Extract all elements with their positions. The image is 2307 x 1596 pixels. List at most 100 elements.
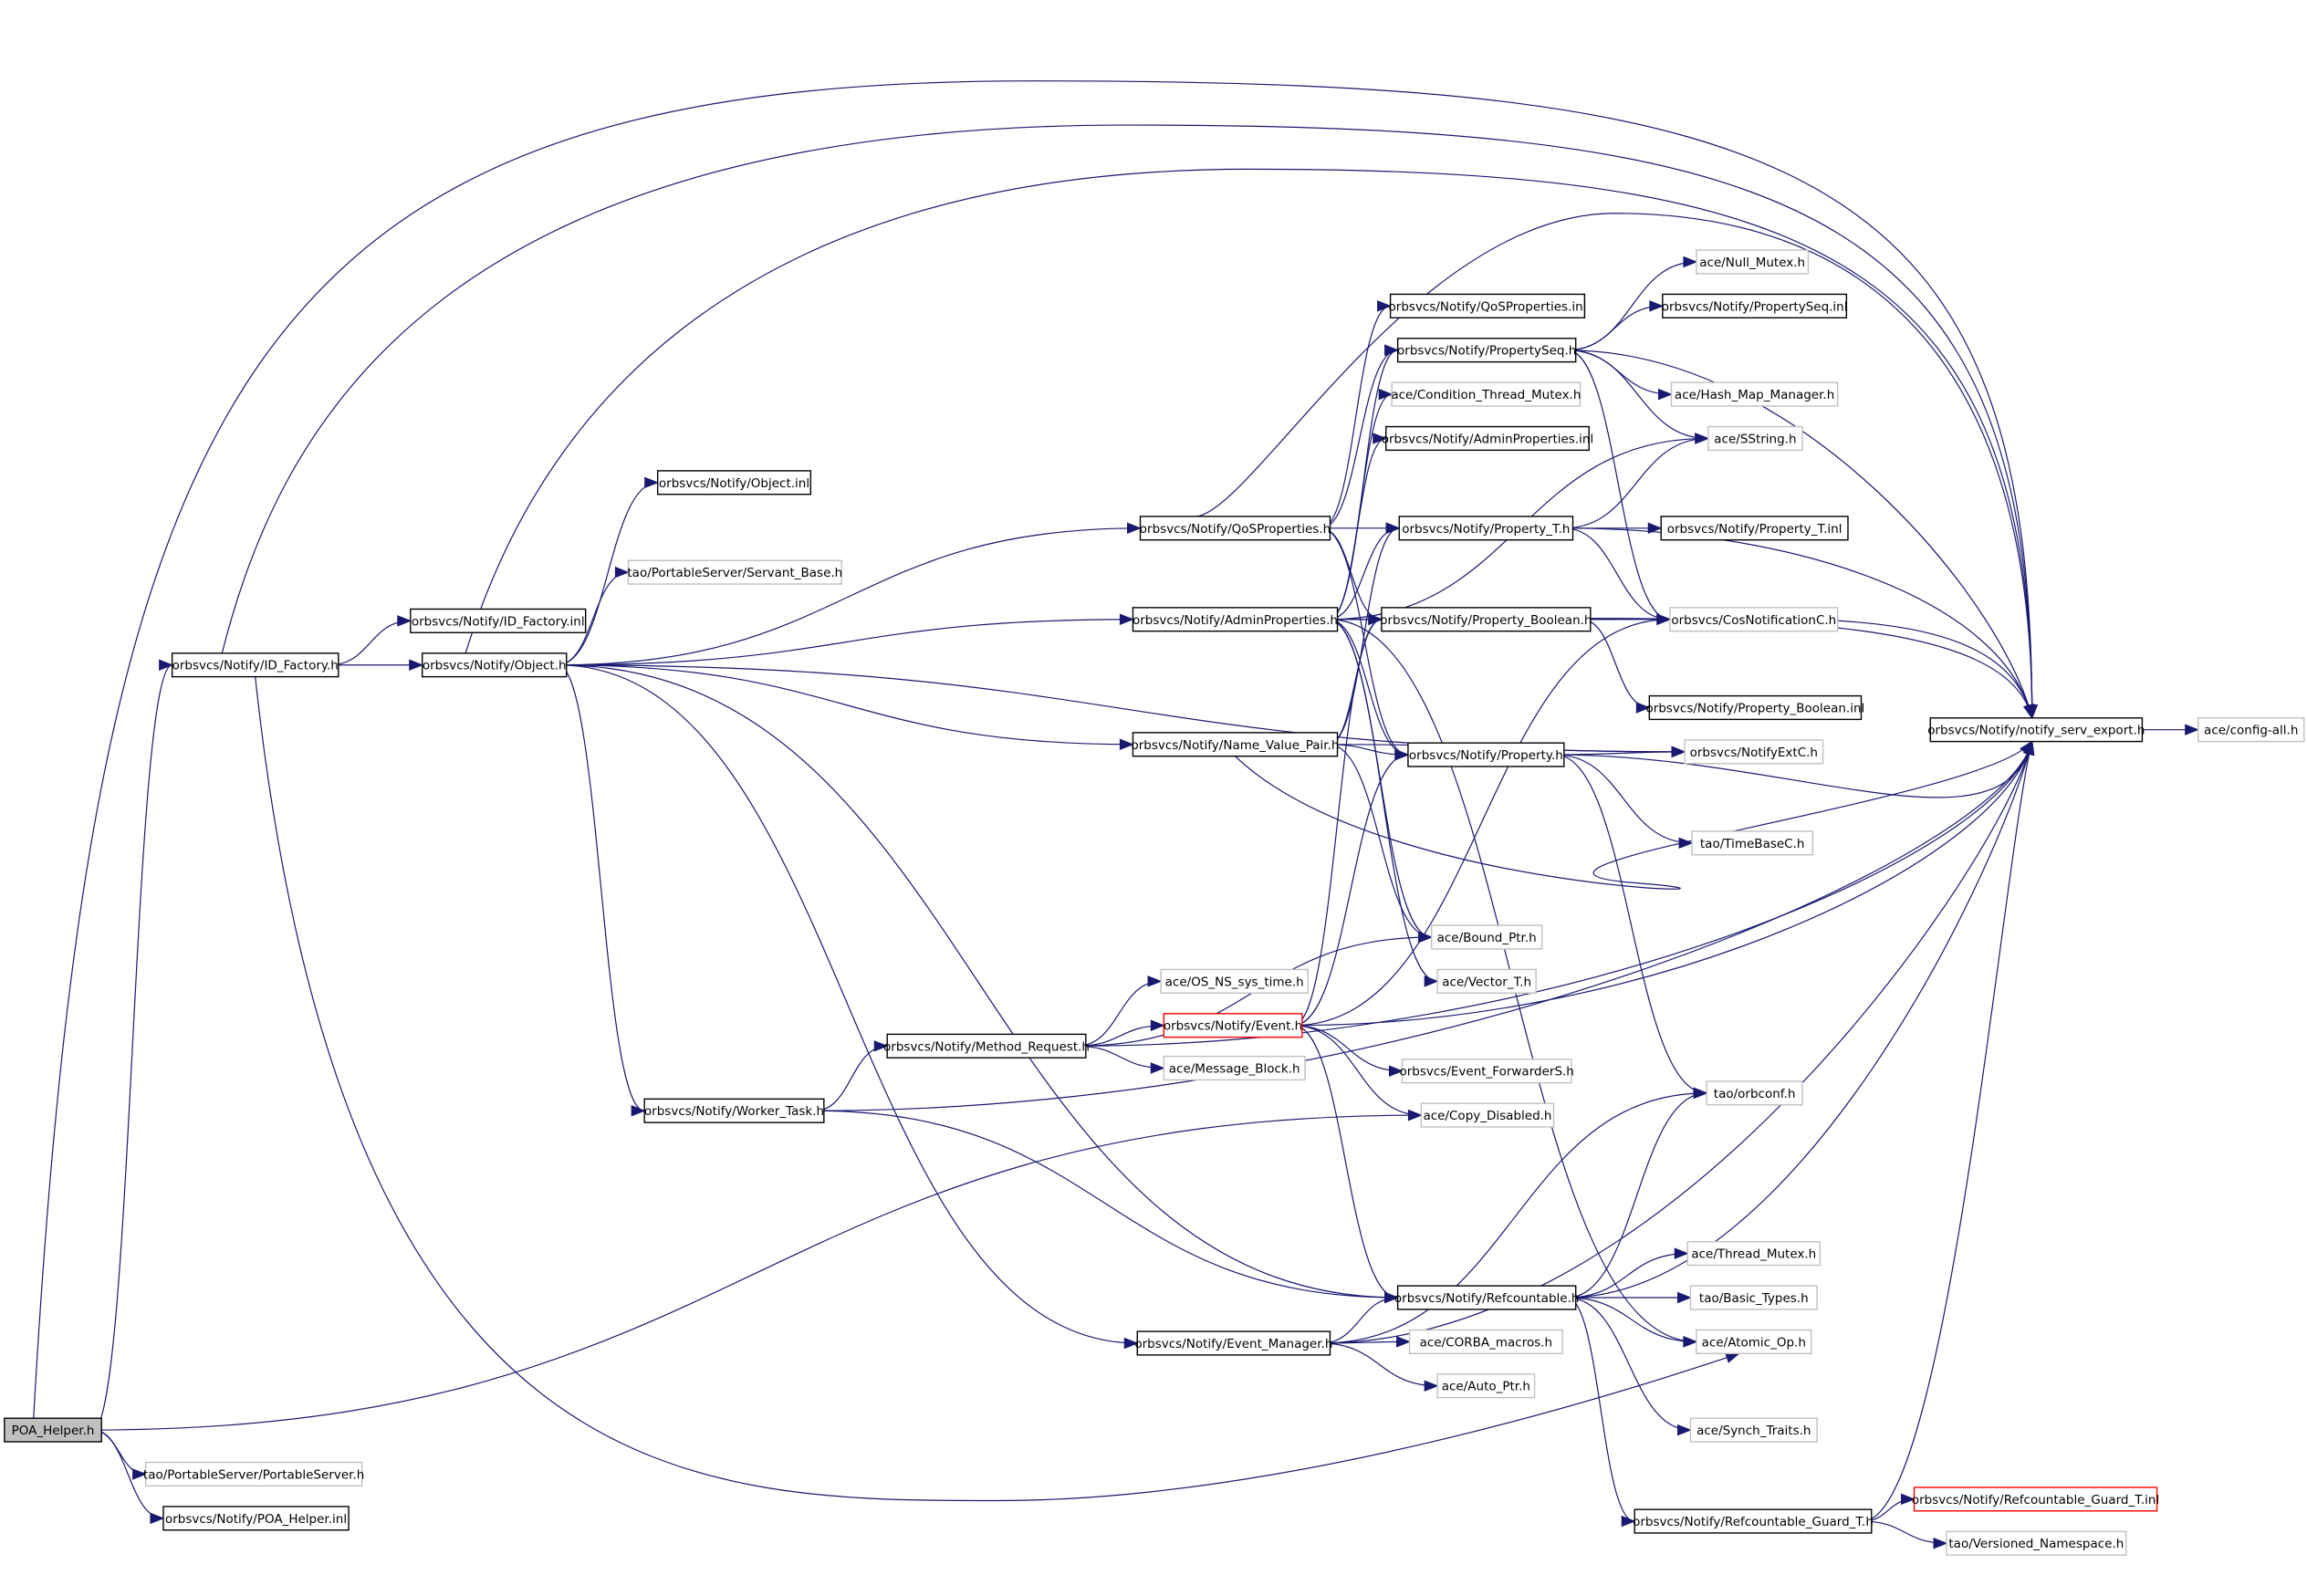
node-box — [4, 1417, 102, 1443]
node-event-h[interactable]: orbsvcs/Notify/Event.h — [1163, 1013, 1303, 1038]
node-box — [1689, 1417, 1818, 1443]
node-box — [1407, 742, 1565, 767]
node-refcountable-guard-t-h[interactable]: orbsvcs/Notify/Refcountable_Guard_T.h — [1633, 1508, 1874, 1534]
node-box — [410, 608, 587, 633]
node-box — [1139, 516, 1331, 541]
edge-id_factory_h-to-notify_serv_export_h — [221, 124, 2033, 718]
node-box — [1396, 1285, 1577, 1310]
node-label: orbsvcs/Notify/Property_Boolean.h — [1380, 613, 1592, 628]
node-name-value-pair-h[interactable]: orbsvcs/Notify/Name_Value_Pair.h — [1131, 732, 1339, 757]
edge-property_h-to-orbconf_h — [1555, 754, 1707, 1094]
node-label: orbsvcs/Notify/Object.inl — [659, 476, 809, 491]
node-corba-macros-h: ace/CORBA_macros.h — [1408, 1329, 1563, 1354]
node-worker-task-h[interactable]: orbsvcs/Notify/Worker_Task.h — [643, 1098, 825, 1123]
node-object-h[interactable]: orbsvcs/Notify/Object.h — [422, 652, 568, 678]
edge-refcountable_guard_t_h-to-notify_serv_export_h — [1863, 741, 2033, 1522]
node-refcountable-guard-t-inl[interactable]: orbsvcs/Notify/Refcountable_Guard_T.inl — [1912, 1486, 2159, 1512]
dependency-edges — [33, 80, 2200, 1549]
node-property-t-h[interactable]: orbsvcs/Notify/Property_T.h — [1398, 516, 1574, 541]
node-method-request-h[interactable]: orbsvcs/Notify/Method_Request.h — [883, 1033, 1090, 1059]
node-id-factory-inl[interactable]: orbsvcs/Notify/ID_Factory.inl — [410, 608, 587, 633]
node-propertyseq-inl[interactable]: orbsvcs/Notify/PropertySeq.inl — [1662, 293, 1848, 318]
arrowhead-adminproperties_h-to-vector_t_h — [1424, 975, 1439, 987]
node-qosproperties-inl[interactable]: orbsvcs/Notify/QoSProperties.inl — [1389, 293, 1587, 318]
edge-property_h-to-timebasec_h — [1555, 754, 1693, 844]
node-notify-serv-export-h[interactable]: orbsvcs/Notify/notify_serv_export.h — [1927, 717, 2145, 743]
arrowhead-refcountable_h-to-synch_traits_h — [1676, 1424, 1692, 1436]
node-property-h[interactable]: orbsvcs/Notify/Property.h — [1407, 742, 1565, 767]
arrowhead-event_h-to-event_forwarders_h — [1388, 1065, 1404, 1077]
node-bound-ptr-h: ace/Bound_Ptr.h — [1431, 924, 1543, 950]
arrowhead-refcountable_guard_t_h-to-versioned_namespace_h — [1933, 1538, 1948, 1549]
node-label: orbsvcs/NotifyExtC.h — [1690, 746, 1818, 760]
node-box — [1929, 717, 2144, 743]
edge-poa_helper_h-to-notify_serv_export_h — [33, 80, 2033, 1419]
node-adminproperties-h[interactable]: orbsvcs/Notify/AdminProperties.h — [1132, 607, 1339, 632]
node-poa-helper-inl[interactable]: orbsvcs/Notify/POA_Helper.inl — [162, 1506, 350, 1531]
node-box — [656, 470, 812, 495]
node-box — [1401, 1059, 1572, 1084]
edge-qosproperties_h-to-propertyseq_h — [1321, 349, 1398, 529]
edge-name_value_pair_h-to-notify_serv_export_h — [1235, 741, 2033, 890]
edge-event_h-to-refcountable_h — [1293, 1025, 1398, 1299]
arrowhead-adminproperties_h-to-condition_thread_mutex_h — [1378, 388, 1394, 401]
arrowhead-id_factory_h-to-id_factory_inl — [397, 615, 412, 627]
arrowhead-worker_task_h-to-method_request_h — [873, 1040, 889, 1052]
arrowhead-name_value_pair_h-to-property_t_h — [1385, 522, 1401, 535]
node-box — [2197, 717, 2305, 743]
node-label: tao/TimeBaseC.h — [1700, 837, 1805, 851]
node-hash-map-manager-h: ace/Hash_Map_Manager.h — [1670, 381, 1839, 407]
node-label: ace/config-all.h — [2204, 724, 2298, 738]
node-box — [1132, 732, 1339, 757]
edge-propertyseq_h-to-cosnotificationc_h — [1567, 349, 1670, 621]
node-servant-base-h: tao/PortableServer/Servant_Base.h — [627, 559, 842, 585]
edge-event_manager_h-to-auto_ptr_h — [1321, 1342, 1438, 1387]
node-label: tao/orbconf.h — [1714, 1087, 1796, 1101]
arrowhead-refcountable_h-to-thread_mutex_h — [1674, 1247, 1689, 1259]
node-object-inl[interactable]: orbsvcs/Notify/Object.inl — [656, 470, 812, 495]
node-label: ace/Auto_Ptr.h — [1442, 1380, 1530, 1394]
node-property-t-inl[interactable]: orbsvcs/Notify/Property_T.inl — [1660, 516, 1849, 541]
edge-property_t_h-to-cosnotificationc_h — [1563, 527, 1670, 621]
node-id-factory-h[interactable]: orbsvcs/Notify/ID_Factory.h — [171, 652, 339, 678]
node-refcountable-h[interactable]: orbsvcs/Notify/Refcountable.h — [1394, 1285, 1580, 1310]
node-label: orbsvcs/Notify/Event.h — [1164, 1019, 1302, 1034]
edge-worker_task_h-to-refcountable_h — [815, 1110, 1398, 1299]
node-label: ace/Thread_Mutex.h — [1691, 1247, 1816, 1262]
node-poa-helper-h[interactable]: POA_Helper.h — [4, 1417, 102, 1443]
node-box — [1381, 607, 1592, 632]
edge-refcountable_h-to-refcountable_guard_t_h — [1566, 1297, 1635, 1522]
node-label: orbsvcs/Notify/Method_Request.h — [883, 1039, 1090, 1054]
node-label: orbsvcs/Notify/ID_Factory.inl — [412, 614, 585, 629]
node-label: tao/Versioned_Namespace.h — [1948, 1537, 2124, 1551]
node-orbconf-h: tao/orbconf.h — [1706, 1080, 1803, 1106]
edge-object_h-to-worker_task_h — [557, 664, 645, 1111]
node-label: ace/Bound_Ptr.h — [1437, 931, 1537, 945]
node-adminproperties-inl[interactable]: orbsvcs/Notify/AdminProperties.inl — [1382, 425, 1593, 452]
arrowhead-property_boolean_h-to-notify_serv_export_h — [2023, 704, 2035, 720]
node-box — [1398, 516, 1574, 541]
node-box — [1660, 516, 1849, 541]
edge-worker_task_h-to-method_request_h — [815, 1045, 888, 1111]
node-notifyextc-h: orbsvcs/NotifyExtC.h — [1684, 739, 1824, 765]
node-cosnotificationc-h: orbsvcs/CosNotificationC.h — [1669, 607, 1839, 632]
node-event-manager-h[interactable]: orbsvcs/Notify/Event_Manager.h — [1134, 1330, 1332, 1356]
node-box — [1662, 293, 1848, 318]
node-copy-disabled-h: ace/Copy_Disabled.h — [1420, 1102, 1555, 1128]
node-null-mutex-h: ace/Null_Mutex.h — [1696, 249, 1810, 275]
edge-event_manager_h-to-orbconf_h — [1321, 1092, 1707, 1344]
node-property-boolean-h[interactable]: orbsvcs/Notify/Property_Boolean.h — [1380, 607, 1592, 632]
arrowhead-object_h-to-object_inl — [644, 476, 660, 489]
arrowhead-refcountable_h-to-refcountable_guard_t_h — [1621, 1515, 1636, 1528]
node-box — [1689, 1285, 1818, 1310]
node-propertyseq-h[interactable]: orbsvcs/Notify/PropertySeq.h — [1396, 338, 1577, 363]
node-label: orbsvcs/Notify/QoSProperties.h — [1140, 522, 1331, 537]
node-qosproperties-h[interactable]: orbsvcs/Notify/QoSProperties.h — [1139, 516, 1331, 541]
arrowhead-event_h-to-property_boolean_h — [1368, 613, 1383, 625]
edge-name_value_pair_h-to-bound_ptr_h — [1328, 744, 1432, 938]
node-label: orbsvcs/Event_ForwarderS.h — [1399, 1065, 1573, 1080]
node-label: ace/SString.h — [1714, 432, 1796, 446]
node-property-boolean-inl[interactable]: orbsvcs/Notify/Property_Boolean.inl — [1646, 694, 1865, 721]
edge-event_h-to-notify_serv_export_h — [1293, 741, 2033, 1027]
